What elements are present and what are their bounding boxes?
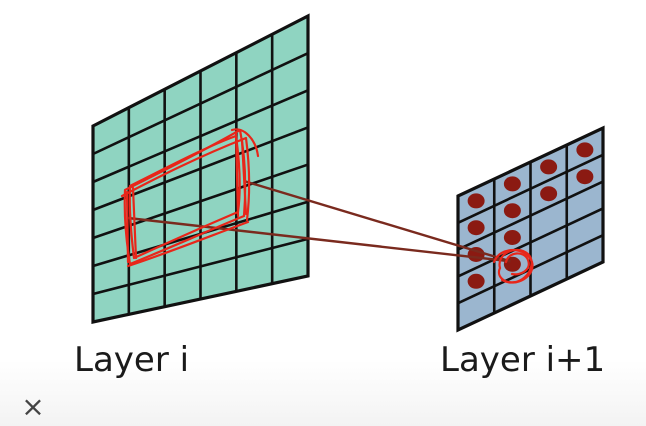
connector-line [243,179,511,263]
receptive-field-scribble [120,136,251,222]
layer-i-label: Layer i [74,340,190,380]
neuron-dot [576,142,594,158]
layer-i1-grid [456,125,605,333]
neuron-dot [467,220,485,236]
layer-i1-gridline-row [457,153,604,224]
receptive-field-connectors [127,179,511,263]
close-icon[interactable]: × [21,390,45,423]
bottom-bar-background [0,360,646,426]
layer-i-gridline-row [92,89,309,184]
neuron-dot [503,230,521,245]
target-neuron-circle [492,248,534,284]
layer-i1-label: Layer i+1 [440,340,606,380]
target-neuron-circle [504,252,530,276]
layer-i-grid [91,13,310,324]
receptive-field-scribble [230,128,260,158]
layer-i1-gridline-row [457,180,604,251]
neuron-dot [467,193,485,209]
neuron-dot [540,159,558,175]
layer-i-gridline-row [92,51,309,156]
neuron-dot [467,273,485,289]
connector-line [127,216,511,263]
target-neuron-circle [497,248,533,284]
neuron-dot [503,203,521,219]
layer-i-gridline-row [92,237,309,296]
neuron-dot [503,176,521,192]
receptive-field-scribble [125,130,248,264]
neuron-dot [540,186,558,202]
hand-drawn-annotations [120,128,534,284]
neuron-dot [576,169,594,185]
layer-i-gridline-row [92,163,309,240]
receptive-field-scribble [126,220,250,268]
layer-i1-gridline-row [457,207,604,278]
